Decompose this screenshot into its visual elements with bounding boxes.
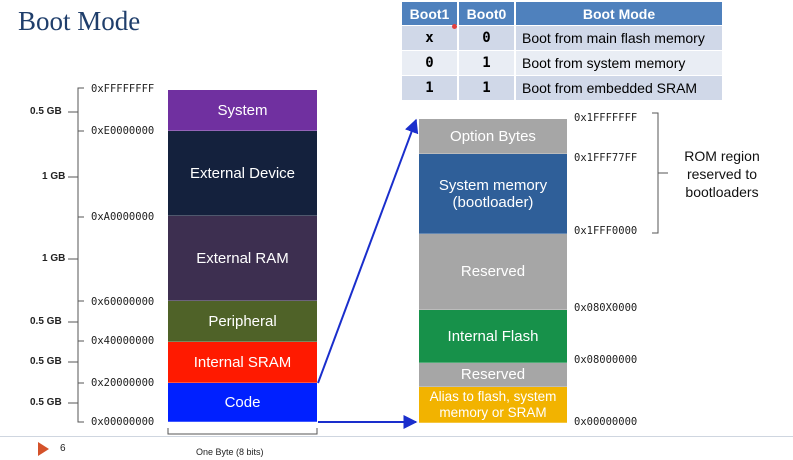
region-alias: Alias to flash, system memory or SRAM <box>419 387 567 423</box>
cell-mode: Boot from embedded SRAM <box>516 75 722 100</box>
footer-divider <box>0 436 793 437</box>
page-number: 6 <box>60 443 66 454</box>
byte-width-label: One Byte (8 bits) <box>196 447 264 457</box>
size-label: 0.5 GB <box>30 316 62 327</box>
header-boot0: Boot0 <box>459 2 514 25</box>
region-code: Code <box>168 383 317 422</box>
header-boot1: Boot1 <box>402 2 457 25</box>
address-label: 0x1FFF77FF <box>574 152 638 164</box>
region-reserved-lower: Reserved <box>419 363 567 387</box>
region-reserved-upper: Reserved <box>419 234 567 310</box>
table-row: 0 1 Boot from system memory <box>402 50 722 75</box>
address-label: 0xA0000000 <box>91 211 155 223</box>
region-external-device: External Device <box>168 131 317 216</box>
address-label: 0x40000000 <box>91 335 155 347</box>
table-row: x 0 Boot from main flash memory <box>402 25 722 50</box>
cell-boot1: x <box>402 25 457 50</box>
cell-boot1: 0 <box>402 50 457 75</box>
region-peripheral: Peripheral <box>168 301 317 342</box>
cell-boot0: 0 <box>459 25 514 50</box>
size-label: 0.5 GB <box>30 397 62 408</box>
address-label: 0x00000000 <box>91 416 155 428</box>
address-label: 0x20000000 <box>91 377 155 389</box>
address-label: 0x080X0000 <box>574 302 638 314</box>
address-label: 0xE0000000 <box>91 125 155 137</box>
region-option-bytes: Option Bytes <box>419 119 567 154</box>
cell-boot1: 1 <box>402 75 457 100</box>
address-label: 0x1FFF0000 <box>574 225 638 237</box>
boot-mode-table: Boot1 Boot0 Boot Mode x 0 Boot from main… <box>400 2 724 100</box>
address-label: 0x00000000 <box>574 416 638 428</box>
rom-region-label: ROM region reserved to bootloaders <box>684 148 760 200</box>
cell-mode: Boot from system memory <box>516 50 722 75</box>
cell-boot0: 1 <box>459 75 514 100</box>
page-title: Boot Mode <box>18 6 141 36</box>
region-internal-flash: Internal Flash <box>419 310 567 363</box>
address-label: 0x60000000 <box>91 296 155 308</box>
cursor-dot <box>452 24 457 29</box>
size-label: 0.5 GB <box>30 106 62 117</box>
region-system-memory: System memory (bootloader) <box>419 154 567 234</box>
address-label: 0xFFFFFFFF <box>91 83 155 95</box>
address-label: 0x08000000 <box>574 354 638 366</box>
cell-mode: Boot from main flash memory <box>516 25 722 50</box>
size-label: 1 GB <box>42 253 66 264</box>
region-internal-sram: Internal SRAM <box>168 342 317 383</box>
play-icon <box>38 442 49 456</box>
header-boot-mode: Boot Mode <box>516 2 722 25</box>
address-label: 0x1FFFFFFF <box>574 112 638 124</box>
cell-boot0: 1 <box>459 50 514 75</box>
size-label: 0.5 GB <box>30 356 62 367</box>
table-row: 1 1 Boot from embedded SRAM <box>402 75 722 100</box>
region-system: System <box>168 90 317 131</box>
region-external-ram: External RAM <box>168 216 317 301</box>
size-label: 1 GB <box>42 171 66 182</box>
